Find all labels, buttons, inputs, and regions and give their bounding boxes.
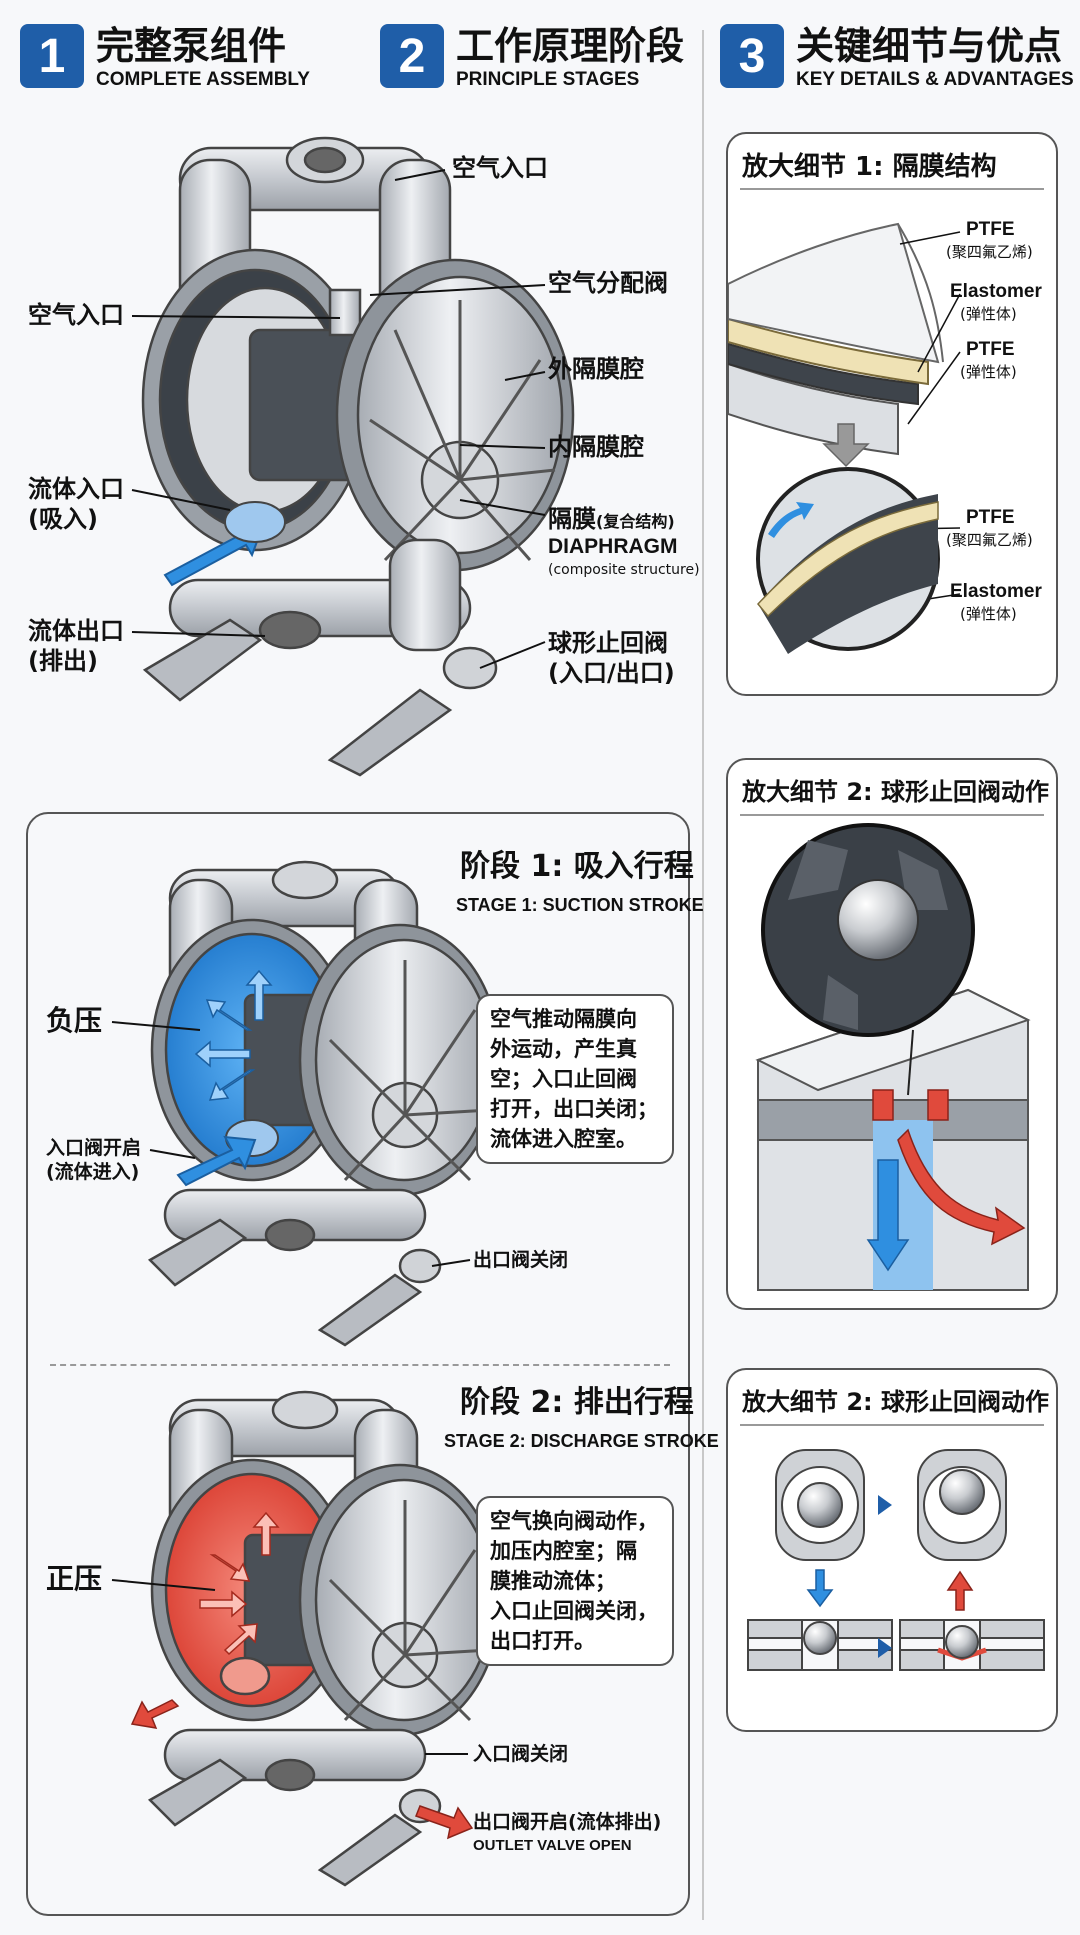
stage2-outlet-open-label: 出口阀开启(流体排出) [473,1811,662,1833]
stage1-inlet-open-label: 入口阀开启 [46,1137,142,1159]
label-diaphragm-cn: 隔膜(复合结构) [548,504,675,537]
stage2-pump-illustration [111,1390,502,1887]
section-subtitle: COMPLETE ASSEMBLY [96,69,310,90]
section-subtitle: PRINCIPLE STAGES [456,69,640,90]
section-header-principle: 2 工作原理阶段 PRINCIPLE STAGES [380,24,684,92]
stage2-desc-line: 出口打开。 [490,1629,595,1653]
label-air-inlet-left: 空气入口 [28,301,124,329]
stage2-desc-line: 膜推动流体； [490,1569,616,1593]
label-air-inlet-top: 空气入口 [452,154,548,182]
label-diaphragm-cn-text: 隔膜 [548,505,596,533]
label-diaphragm-cn-note: (复合结构) [596,512,675,531]
stage1-pump-illustration [111,860,502,1347]
layer5-note: (弹性体) [960,605,1017,623]
stage2-description: 空气换向阀动作， 加压内腔室；隔 膜推动流体； 入口止回阀关闭， 出口打开。 [476,1496,674,1666]
ball-valve-cutaway-illustration [755,823,1031,1291]
layer2-note: (弹性体) [960,305,1017,323]
label-inner-chamber: 内隔膜腔 [548,433,644,461]
section-header-details: 3 关键细节与优点 KEY DETAILS & ADVANTAGES [720,24,1074,92]
label-outer-chamber: 外隔膜腔 [548,355,644,383]
detail2-title-rule [740,814,1044,816]
detail1-title: 放大细节 1: 隔膜结构 [742,152,997,182]
layer4-note: (聚四氟乙烯) [946,531,1033,549]
layer3-label: PTFE [966,339,1015,360]
layer3-note: (弹性体) [960,363,1017,381]
detail3-title: 放大细节 2: 球形止回阀动作 [742,1388,1050,1416]
stage1-negative-pressure-label: 负压 [46,1004,103,1037]
section-title: 关键细节与优点 [796,24,1063,68]
layer4-label: PTFE [966,507,1015,528]
stage2-subtitle: STAGE 2: DISCHARGE STROKE [444,1431,719,1451]
section-subtitle: KEY DETAILS & ADVANTAGES [796,69,1074,90]
stage2-desc-line: 空气换向阀动作， [490,1509,658,1533]
label-fluid-inlet-note: (吸入) [28,505,98,533]
stage1-desc-line: 空；入口止回阀 [490,1067,637,1091]
stage1-title: 阶段 1: 吸入行程 [460,849,694,884]
detail3-title-rule [740,1424,1044,1426]
valve-sequence-illustration [747,1449,1045,1671]
section-number-badge: 2 [380,24,444,88]
detail-panel-valve-sequence: 放大细节 2: 球形止回阀动作 [726,1368,1058,1732]
section-title: 工作原理阶段 [456,24,685,68]
stage2-outlet-open-en: OUTLET VALVE OPEN [473,1837,632,1854]
label-air-valve: 空气分配阀 [548,269,668,297]
section-number-badge: 3 [720,24,784,88]
layer1-label: PTFE [966,219,1015,240]
label-diaphragm-en-note: (composite structure) [548,562,700,578]
detail1-title-rule [740,188,1044,190]
section-title: 完整泵组件 [96,24,287,68]
section-header-assembly: 1 完整泵组件 COMPLETE ASSEMBLY [20,24,310,92]
stage1-inlet-open-note: (流体进入) [46,1161,140,1183]
layer1-note: (聚四氟乙烯) [946,243,1033,261]
stage2-inlet-closed-label: 入口阀关闭 [473,1743,569,1765]
stage2-desc-line: 入口止回阀关闭， [490,1599,658,1623]
stage1-outlet-closed-label: 出口阀关闭 [473,1249,569,1271]
stage1-desc-line: 打开，出口关闭； [490,1097,658,1121]
section-number-badge: 1 [20,24,84,88]
stage1-description: 空气推动隔膜向 外运动，产生真 空；入口止回阀 打开，出口关闭； 流体进入腔室。 [476,994,674,1164]
detail-panel-ball-valve: 放大细节 2: 球形止回阀动作 [726,758,1058,1310]
detail-panel-diaphragm: 放大细节 1: 隔膜结构 PTFE (聚四氟乙烯) Elastomer (弹性体… [726,132,1058,696]
label-diaphragm-en: DIAPHRAGM [548,535,678,558]
layer2-label: Elastomer [950,281,1042,302]
label-ball-valve-note: (入口/出口) [548,659,675,687]
detail2-title: 放大细节 2: 球形止回阀动作 [742,778,1050,806]
diaphragm-layers-illustration [728,222,961,654]
stage1-subtitle: STAGE 1: SUCTION STROKE [456,895,704,915]
column-divider [702,30,704,1920]
stage2-desc-line: 加压内腔室；隔 [490,1539,637,1563]
stage2-title: 阶段 2: 排出行程 [460,1385,694,1420]
pump-assembly-illustration [131,136,575,777]
stage1-desc-line: 流体进入腔室。 [490,1127,637,1151]
label-fluid-inlet: 流体入口 [28,475,124,503]
label-fluid-outlet-note: (排出) [28,647,98,675]
stages-separator [50,1364,670,1366]
label-ball-valve: 球形止回阀 [548,629,668,657]
layer5-label: Elastomer [950,581,1042,602]
stage1-desc-line: 空气推动隔膜向 [490,1007,637,1031]
label-fluid-outlet: 流体出口 [28,617,124,645]
stage1-desc-line: 外运动，产生真 [490,1037,637,1061]
stage2-positive-pressure-label: 正压 [46,1562,103,1595]
